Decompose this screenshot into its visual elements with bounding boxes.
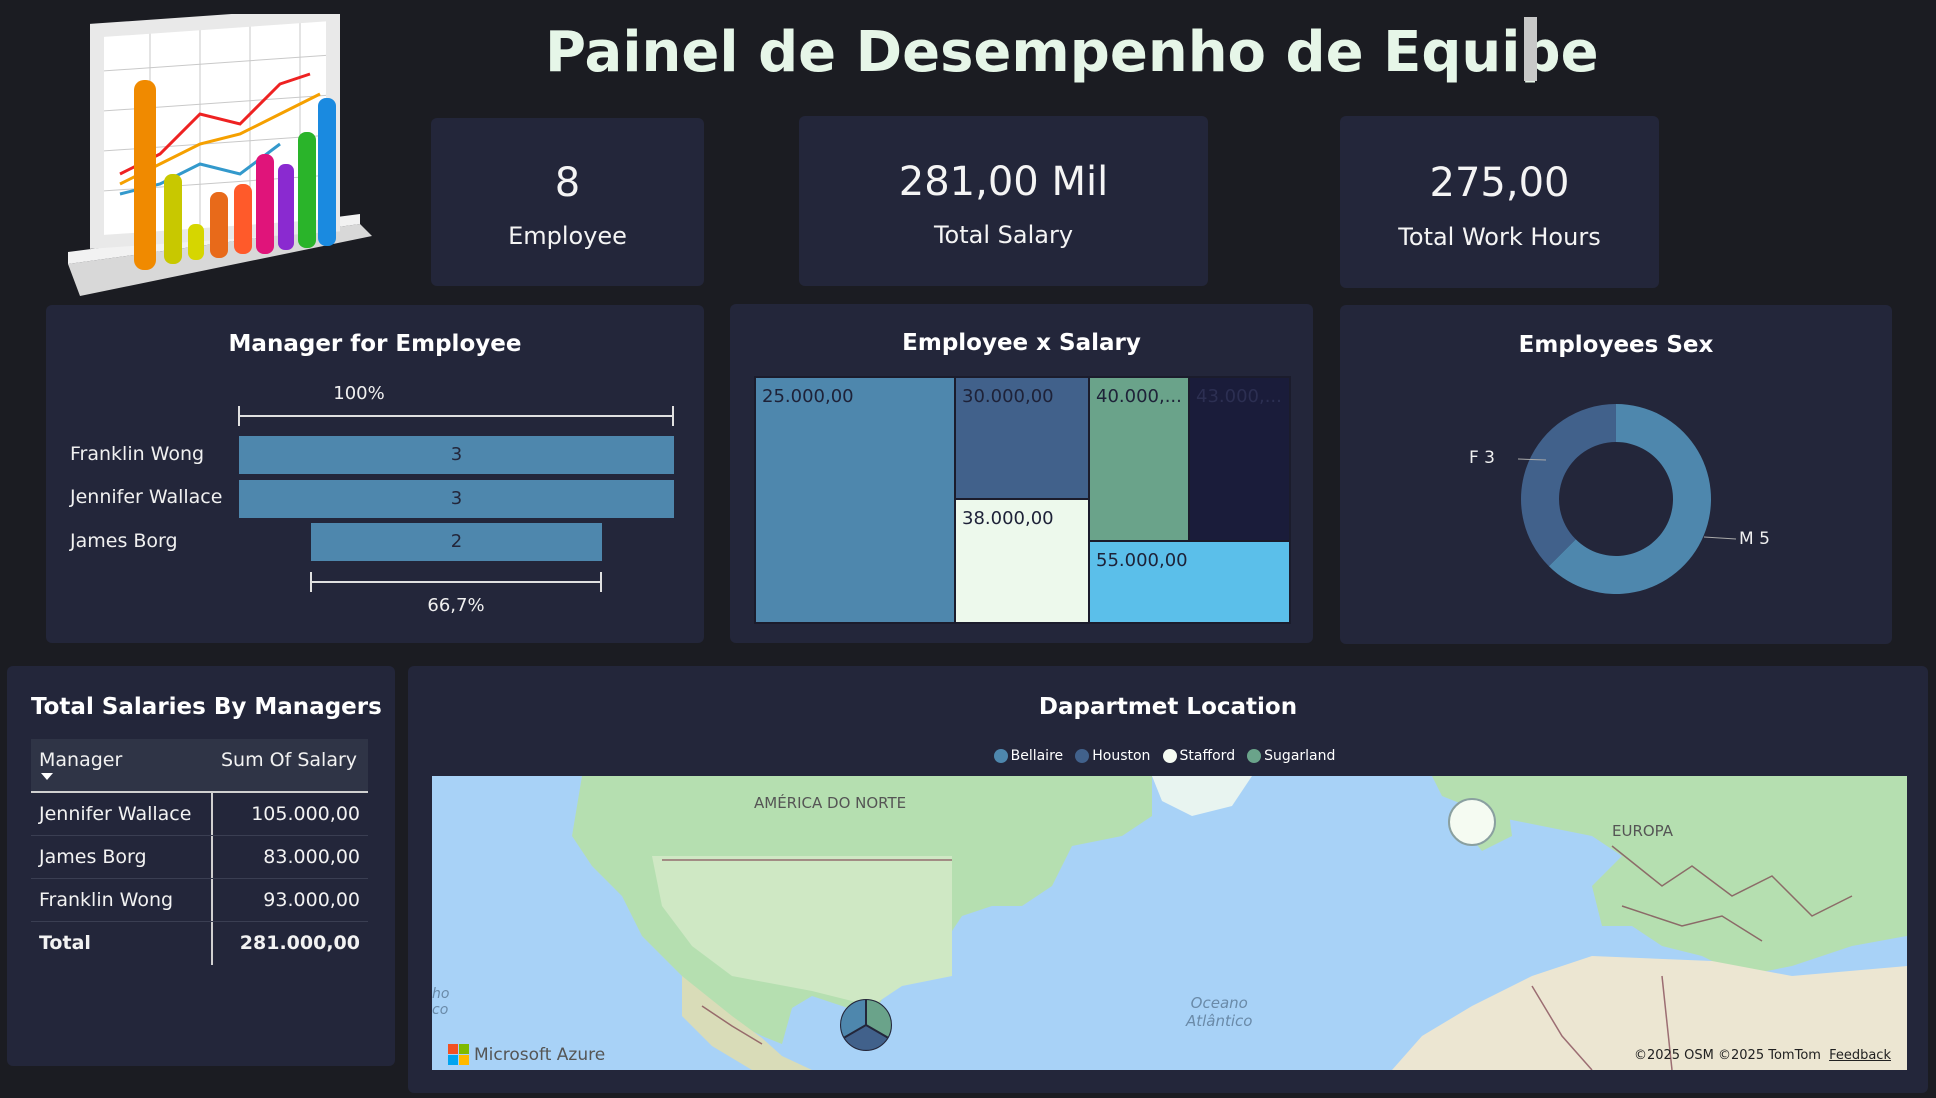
donut-panel: Employees Sex F 3 M 5 (1340, 305, 1892, 644)
donut-label-f: F 3 (1469, 448, 1495, 468)
funnel-top-percent: 100% (333, 383, 385, 404)
table-row[interactable]: James Borg 83.000,00 (31, 836, 368, 879)
funnel-bar[interactable]: 3 (239, 480, 674, 518)
map-legend: Bellaire Houston Stafford Sugarland (408, 748, 1928, 767)
funnel-bar[interactable]: 3 (239, 436, 674, 474)
column-header-salary[interactable]: Sum Of Salary (221, 749, 358, 771)
column-header-manager[interactable]: Manager (39, 749, 123, 771)
treemap-tile[interactable]: 40.000,... (1088, 376, 1190, 542)
cell-manager: James Borg (39, 846, 147, 868)
kpi-label: Total Salary (933, 221, 1074, 249)
treemap-tile[interactable]: 30.000,00 (954, 376, 1090, 500)
table-column-divider (211, 793, 213, 965)
table-row[interactable]: Jennifer Wallace 105.000,00 (31, 793, 368, 836)
table-row[interactable]: Franklin Wong 93.000,00 (31, 879, 368, 922)
salaries-table-panel: Total Salaries By Managers Manager Sum O… (7, 666, 395, 1066)
funnel-label: Franklin Wong (70, 443, 205, 465)
cell-manager: Jennifer Wallace (39, 803, 192, 825)
funnel-label: James Borg (70, 530, 178, 552)
map-label-north-america: AMÉRICA DO NORTE (754, 794, 907, 812)
kpi-label: Employee (508, 222, 627, 250)
map-bubble-houston-area[interactable] (839, 998, 893, 1052)
cell-manager: Franklin Wong (39, 889, 174, 911)
kpi-label: Total Work Hours (1398, 223, 1601, 251)
panel-title: Manager for Employee (228, 331, 522, 357)
donut-leader-f (1517, 458, 1547, 461)
kpi-card-total-salary: 281,00 Mil Total Salary (799, 116, 1208, 286)
kpi-card-employee: 8 Employee (431, 118, 704, 286)
map-bubble-stafford[interactable] (1448, 798, 1496, 846)
treemap-tile[interactable]: 55.000,00 (1088, 540, 1291, 624)
table-header: Manager Sum Of Salary (31, 739, 368, 793)
legend-item-bellaire[interactable]: Bellaire (993, 748, 1063, 764)
bar-chart-3d-icon (68, 6, 372, 296)
donut-slice-m[interactable] (1548, 404, 1711, 594)
kpi-value: 275,00 (1429, 160, 1570, 206)
microsoft-logo-icon (448, 1044, 469, 1065)
funnel-bar[interactable]: 2 (311, 523, 602, 561)
panel-title: Employees Sex (1518, 332, 1714, 358)
cell-total-label: Total (39, 932, 91, 954)
donut-label-m: M 5 (1739, 529, 1770, 549)
legend-item-houston[interactable]: Houston (1075, 748, 1150, 764)
map-panel: Dapartmet Location Bellaire Houston Staf… (408, 666, 1928, 1093)
map-label-mexico-partial: ho co (432, 986, 450, 1018)
kpi-value: 8 (554, 160, 581, 206)
legend-item-sugarland[interactable]: Sugarland (1247, 748, 1335, 764)
cell-salary: 105.000,00 (251, 803, 360, 825)
map-label-europe: EUROPA (1612, 822, 1674, 840)
salaries-table: Manager Sum Of Salary Jennifer Wallace 1… (31, 739, 368, 979)
page-title: Painel de Desempenho de Equipe (545, 20, 1599, 85)
panel-title: Dapartmet Location (1038, 694, 1298, 720)
funnel-panel: Manager for Employee 100% Franklin Wong … (46, 305, 704, 643)
map-copyright: ©2025 OSM ©2025 TomTom Feedback (1633, 1048, 1891, 1063)
funnel-top-bracket (238, 406, 674, 426)
kpi-value: 281,00 Mil (898, 159, 1109, 205)
treemap-tile[interactable]: 25.000,00 (754, 376, 956, 624)
panel-title: Employee x Salary (902, 330, 1141, 356)
funnel-label: Jennifer Wallace (70, 486, 223, 508)
map-canvas[interactable]: AMÉRICA DO NORTE EUROPA Oceano Atlântico… (432, 776, 1907, 1070)
treemap-panel: Employee x Salary 25.000,00 30.000,00 38… (730, 304, 1313, 643)
kpi-card-total-work-hours: 275,00 Total Work Hours (1340, 116, 1659, 288)
donut-leader-m (1703, 536, 1737, 540)
cell-total-value: 281.000,00 (239, 932, 360, 954)
donut-chart (1517, 404, 1737, 594)
sort-desc-icon[interactable] (41, 773, 53, 780)
funnel-bottom-percent: 66,7% (427, 595, 485, 616)
treemap-tile[interactable]: 43.000,... (1188, 376, 1291, 542)
logo (60, 6, 380, 304)
cell-salary: 83.000,00 (263, 846, 360, 868)
table-total-row: Total 281.000,00 (31, 922, 368, 964)
legend-item-stafford[interactable]: Stafford (1162, 748, 1235, 764)
microsoft-azure-logo: Microsoft Azure (448, 1044, 605, 1065)
panel-title: Total Salaries By Managers (31, 694, 382, 720)
cell-salary: 93.000,00 (263, 889, 360, 911)
funnel-bottom-bracket (310, 572, 602, 592)
title-decoration (1524, 17, 1537, 81)
map-label-ocean: Oceano Atlântico (1186, 994, 1253, 1030)
treemap-tile[interactable]: 38.000,00 (954, 498, 1090, 624)
feedback-link[interactable]: Feedback (1829, 1048, 1891, 1063)
map-geography (572, 776, 1907, 1070)
donut-slice-f[interactable] (1521, 404, 1616, 567)
